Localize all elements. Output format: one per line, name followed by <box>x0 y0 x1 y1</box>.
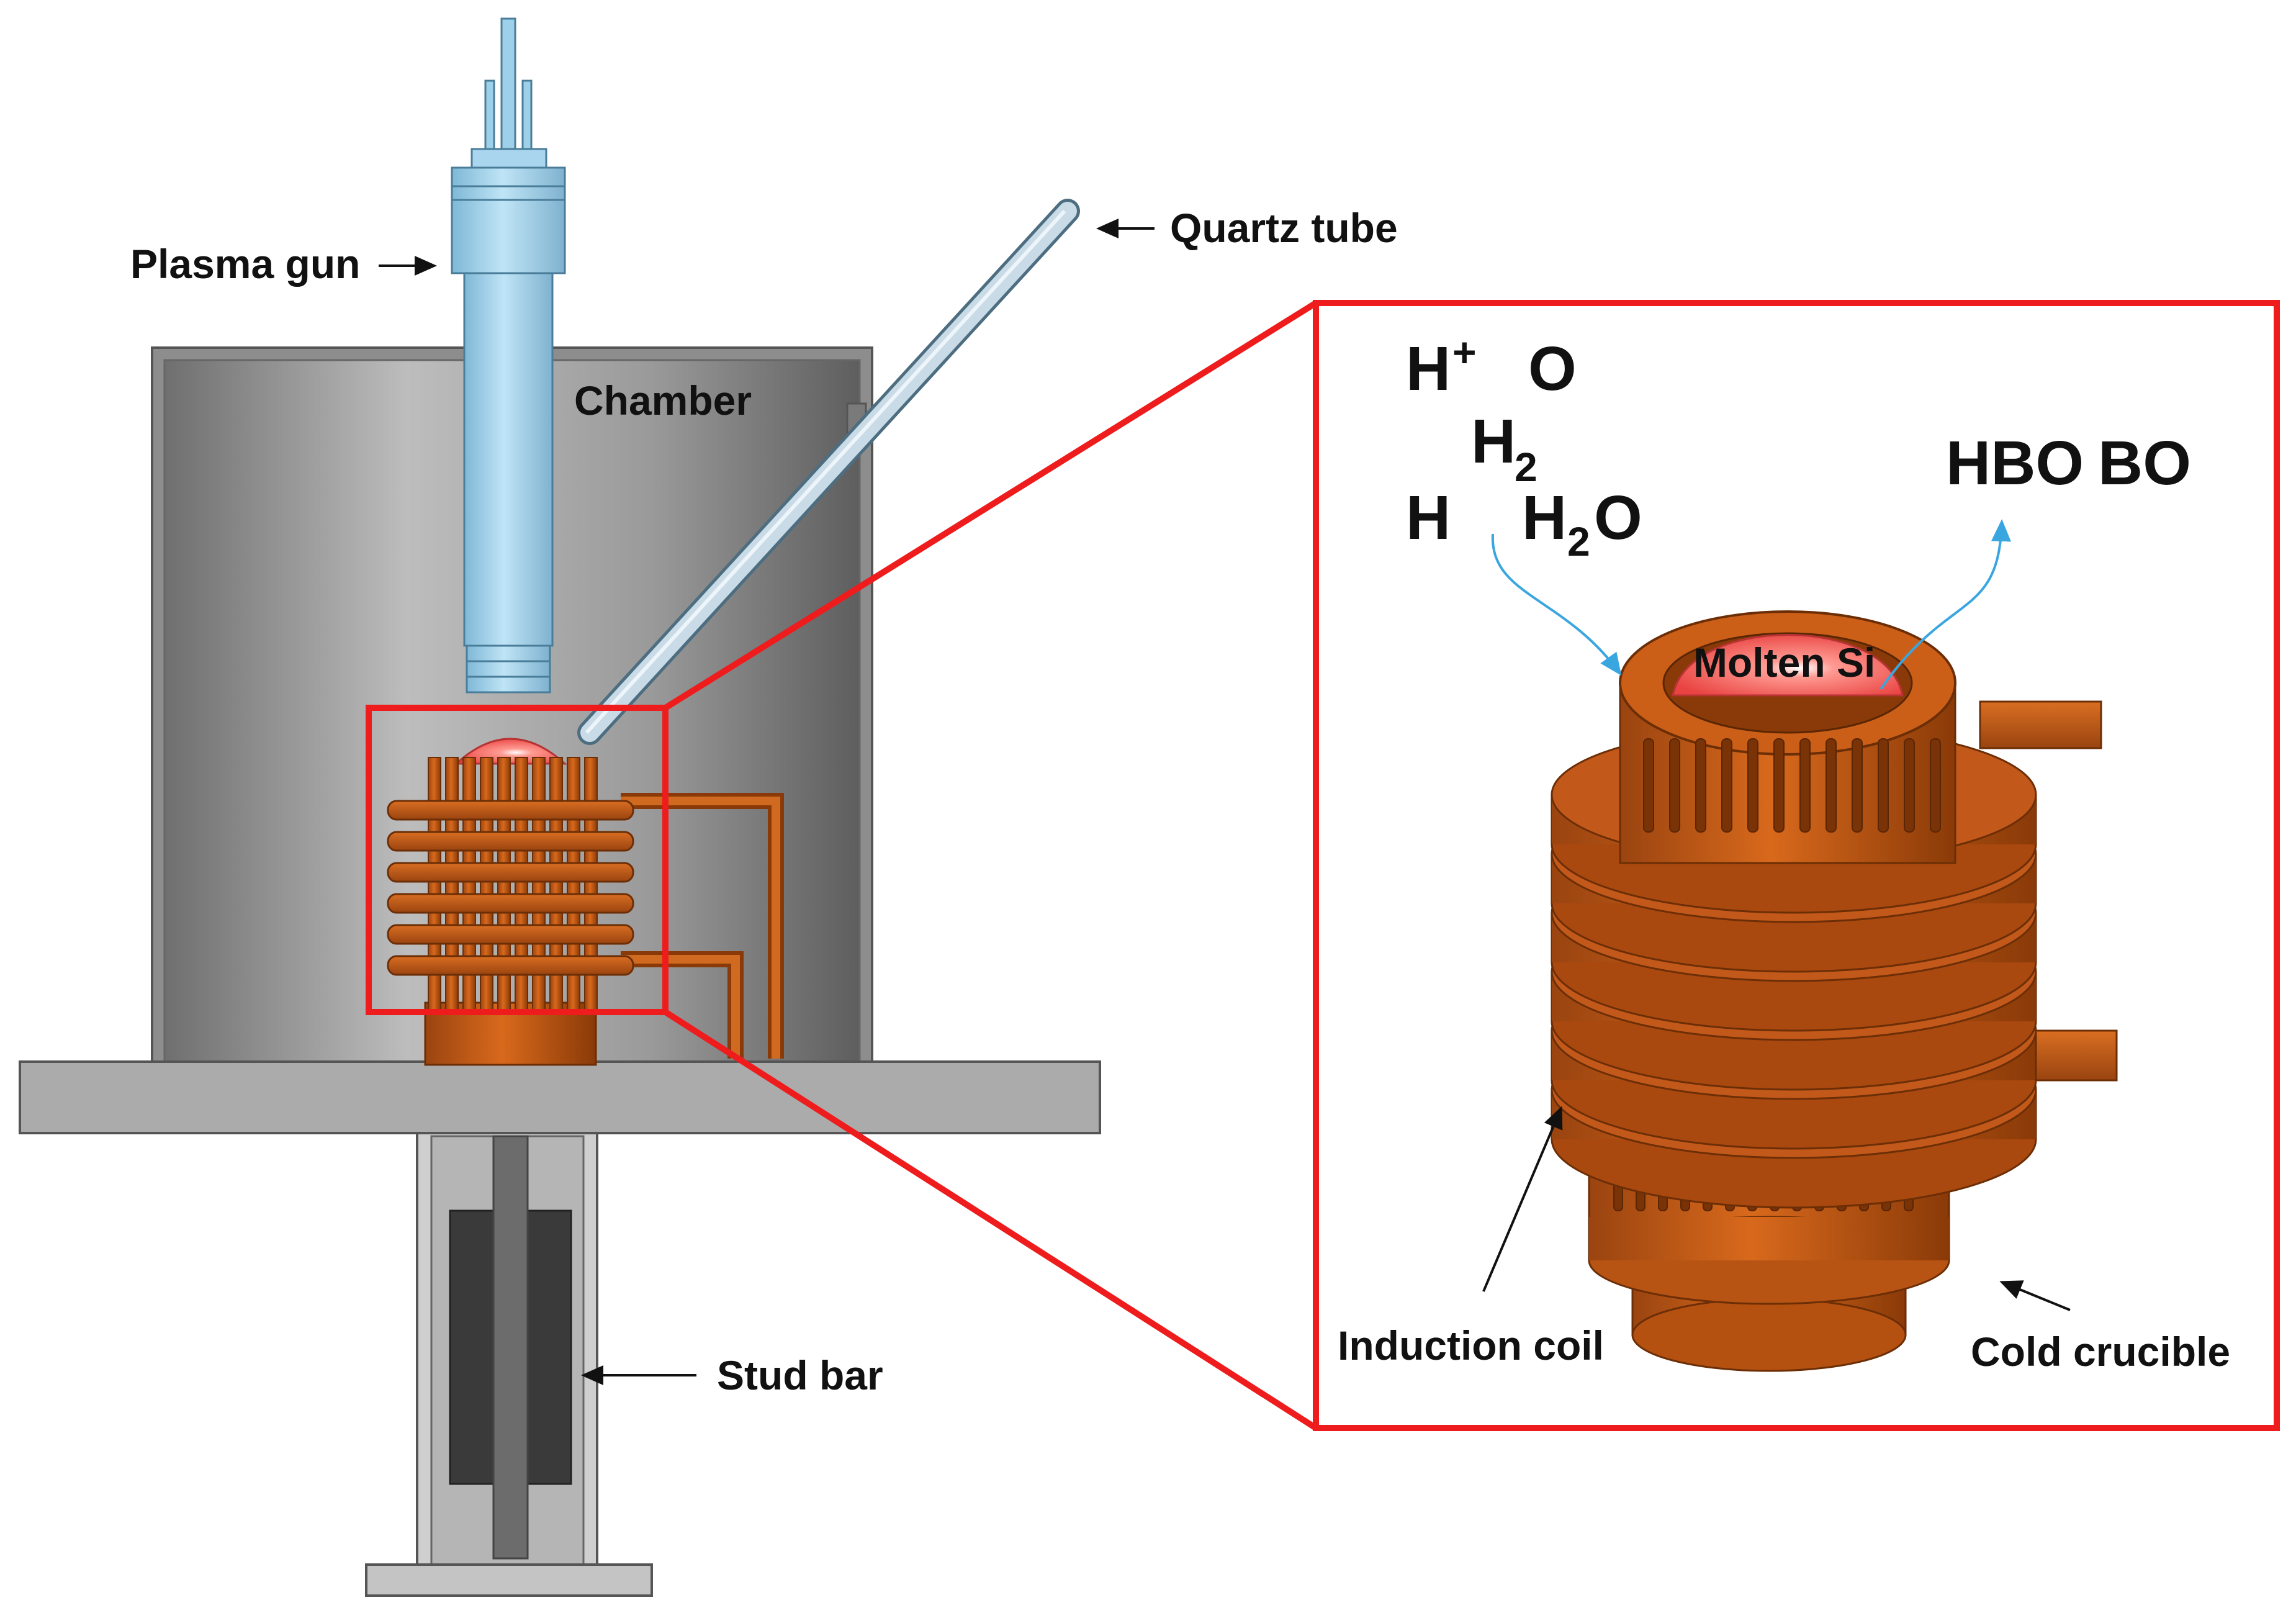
quartz-tube <box>577 199 1080 745</box>
coil-terminals <box>1979 700 2118 1082</box>
crucible-slot <box>1878 738 1889 833</box>
callout-line-bottom <box>664 1009 1318 1431</box>
crucible-slot <box>1669 738 1680 833</box>
coil-turn <box>387 800 634 821</box>
coil-turn <box>387 955 634 976</box>
crucible-slot <box>1773 738 1785 833</box>
plasma-gun <box>451 17 566 694</box>
induction-coil-small <box>387 800 634 976</box>
label-cold-crucible: Cold crucible <box>1971 1329 2230 1375</box>
species-o: O <box>1528 334 1577 404</box>
species-hbo: HBO <box>1946 428 2084 498</box>
label-quartz-tube: Quartz tube <box>1170 205 1398 251</box>
crucible-slot <box>1826 738 1837 833</box>
crucible-fingers <box>428 757 598 1013</box>
arrow-induction-coil <box>1482 1106 1563 1292</box>
species-h2o: H 2 O <box>1522 483 1642 564</box>
base-plate <box>19 1060 1101 1134</box>
crucible-slot <box>1695 738 1706 833</box>
label-stud-bar: Stud bar <box>717 1352 883 1398</box>
svg-text:O: O <box>1594 483 1642 553</box>
gas-out-arrow <box>1880 519 2011 690</box>
label-molten-si: Molten Si <box>1693 640 1875 685</box>
crucible-slot <box>1643 738 1654 833</box>
species-h-plus: H + <box>1406 329 1477 404</box>
pointer-arrows <box>379 219 2071 1385</box>
crucible-slot <box>1799 738 1811 833</box>
crucible-slot <box>1930 738 1941 833</box>
species-h2: H 2 <box>1471 407 1537 490</box>
species-bo: BO <box>2098 428 2191 498</box>
svg-text:H: H <box>1522 483 1567 553</box>
crucible-slot <box>1747 738 1758 833</box>
highlight-box-small <box>366 705 669 1015</box>
gas-in-arrow <box>1491 533 1622 676</box>
svg-text:H: H <box>1406 334 1451 404</box>
svg-text:2: 2 <box>1567 518 1590 564</box>
crucible-slot <box>1904 738 1915 833</box>
species-h: H <box>1406 483 1451 553</box>
svg-text:H: H <box>1471 407 1516 476</box>
svg-text:2: 2 <box>1515 444 1537 490</box>
label-chamber: Chamber <box>574 377 752 423</box>
crucible-slot <box>1852 738 1863 833</box>
label-plasma-gun: Plasma gun <box>130 241 360 287</box>
crucible-slot <box>1721 738 1732 833</box>
label-induction-coil: Induction coil <box>1338 1322 1604 1368</box>
coil-turn <box>387 862 634 883</box>
svg-text:+: + <box>1452 329 1477 375</box>
stud-bar-assembly <box>365 1132 653 1597</box>
coil-turn <box>387 831 634 852</box>
callout-line-top <box>664 300 1318 711</box>
crucible-upper-slots <box>1643 738 1941 833</box>
coil-turn <box>387 924 634 945</box>
arrow-cold-crucible <box>1999 1280 2071 1311</box>
coil-turn <box>387 893 634 914</box>
